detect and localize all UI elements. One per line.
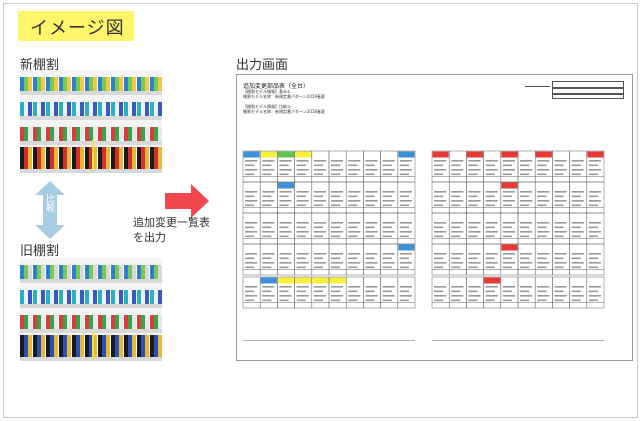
report-note: 【棚割モデル情報】比較② [243, 104, 291, 109]
arrow-caption: 追加変更一覧表 を出力 [133, 216, 210, 244]
title-highlight [18, 11, 134, 41]
output-screen-label: 出力画面 [236, 58, 289, 73]
report-preview: 追加変更部品表（全台） 【棚割モデル情報】基本① 棚割モデル名称：新規定番パター… [236, 74, 633, 361]
report-title: 追加変更部品表（全台） [243, 83, 310, 90]
report-table-grid [242, 150, 605, 341]
report-note: 棚割モデル名称：新規定番パターン2019春夏 [243, 94, 325, 99]
output-arrow-icon [165, 184, 209, 218]
new-shelf-label: 新棚割 [20, 58, 60, 73]
report-stamp-box [552, 81, 624, 99]
slide-title: イメージ図 [30, 18, 125, 39]
report-note: 棚割モデル名称：新規定番パターン2018春夏 [243, 109, 325, 114]
new-shelf-image [20, 70, 162, 173]
slide-frame: イメージ図 新棚割 比較 旧棚割 追加変更一覧表 を出力 出力画面 追加変更部品… [3, 3, 638, 418]
report-note: 【棚割モデル情報】基本① [243, 89, 291, 94]
compare-arrow-icon [35, 181, 65, 239]
compare-label: 比較 [44, 194, 54, 212]
old-shelf-label: 旧棚割 [20, 244, 60, 259]
old-shelf-image [20, 258, 162, 361]
